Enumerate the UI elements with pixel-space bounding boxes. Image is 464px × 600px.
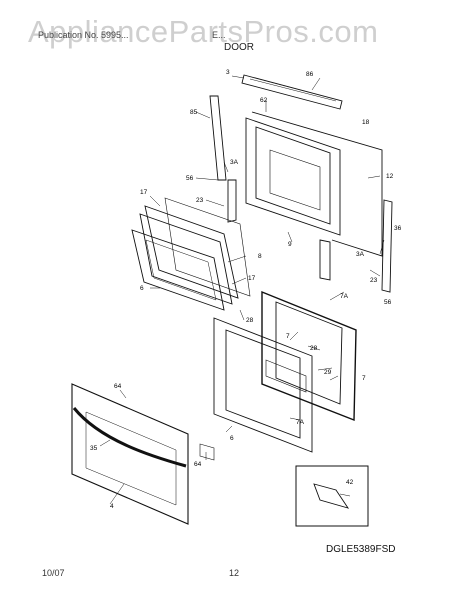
callout-26: 35 [90, 445, 98, 452]
right-side-rail [381, 199, 393, 293]
callout-10: 23 [196, 197, 204, 204]
callout-30: 7A [296, 419, 304, 426]
section-title: DOOR [224, 42, 254, 53]
callout-28: 64 [194, 461, 202, 468]
callout-5: 3A [230, 159, 238, 166]
callout-1: 3 [226, 69, 230, 76]
part-42-bracket [313, 483, 350, 509]
top-trim-strip [241, 74, 343, 110]
callout-15: 3A [356, 251, 364, 258]
callout-20: 7 [286, 333, 290, 340]
callout-21: 28 [246, 317, 254, 324]
footer-page-number: 12 [229, 568, 240, 578]
back-panel [251, 111, 383, 257]
header-publication: Publication No. 5995... [38, 30, 129, 40]
callout-6: 56 [186, 175, 194, 182]
callout-17: 6 [140, 285, 144, 292]
callout-14: 36 [394, 225, 402, 232]
callout-16: 23 [370, 277, 378, 284]
right-hinge [319, 239, 331, 281]
window-glass [164, 197, 251, 297]
inner-liner-panel [245, 117, 341, 236]
gasket-frame [261, 290, 357, 422]
callout-24: 64 [114, 383, 122, 390]
diagram-code: DGLE5389FSD [326, 544, 396, 555]
callout-13: 17 [248, 275, 256, 282]
callout-18: 56 [384, 299, 392, 306]
left-hinge [227, 179, 237, 223]
callout-29: 4 [110, 503, 114, 510]
inner-door-frame [213, 317, 313, 453]
callout-23: 29 [324, 369, 332, 376]
callout-11: 8 [258, 253, 262, 260]
callout-25: 7 [362, 375, 366, 382]
glass-pack-rear [144, 205, 239, 299]
callout-22: 28 [310, 345, 318, 352]
callout-3: 62 [260, 97, 268, 104]
door-handle [72, 407, 187, 468]
inset-box [295, 465, 369, 527]
bracket-64 [199, 443, 215, 461]
callout-9: 17 [140, 189, 148, 196]
glass-pack-front [131, 229, 225, 311]
callout-4: 85 [190, 109, 198, 116]
callout-19: 7A [340, 293, 348, 300]
watermark: AppliancePartsPros.com [28, 14, 379, 49]
outer-door-panel [71, 383, 189, 525]
callout-2: 86 [306, 71, 314, 78]
callout-7: 18 [362, 119, 370, 126]
header-model: E... [212, 30, 226, 40]
footer-date: 10/07 [42, 568, 65, 578]
callout-12: 9 [288, 241, 292, 248]
callout-8: 12 [386, 173, 394, 180]
glass-pack-mid [139, 213, 233, 305]
callout-31: 42 [346, 479, 354, 486]
callout-27: 6 [230, 435, 234, 442]
left-side-rail [209, 95, 227, 181]
